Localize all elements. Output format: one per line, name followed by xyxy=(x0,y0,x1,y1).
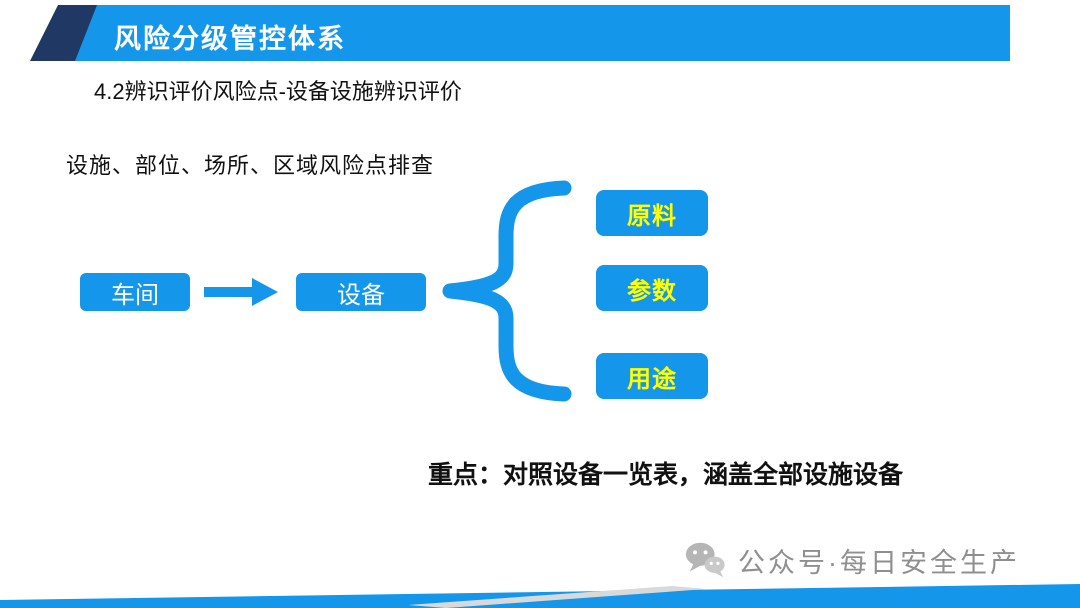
header-bar-shape xyxy=(75,5,1010,61)
wechat-label: 公众号·每日安全生产 xyxy=(738,547,1020,578)
arrow-head xyxy=(252,278,278,306)
brace-icon xyxy=(442,180,572,402)
equipment-box: 设备 xyxy=(296,273,426,311)
workshop-box: 车间 xyxy=(80,273,190,311)
header-accent-shape xyxy=(30,5,110,61)
usage-box: 用途 xyxy=(596,353,708,399)
lead-text: 设施、部位、场所、区域风险点排查 xyxy=(66,153,435,178)
section-heading: 4.2辨识评价风险点-设备设施辨识评价 xyxy=(94,79,462,104)
header-band xyxy=(30,5,1010,61)
key-note: 重点：对照设备一览表，涵盖全部设施设备 xyxy=(428,461,904,489)
footer-watermark: 公众号·每日安全生产 xyxy=(684,540,1020,580)
parameter-box: 参数 xyxy=(596,265,708,311)
arrow-shaft xyxy=(204,287,252,297)
wechat-icon xyxy=(685,542,725,578)
bottom-ribbon xyxy=(0,584,1080,608)
ribbon-gray-shape xyxy=(408,586,706,608)
arrow-right-icon xyxy=(204,278,280,306)
slide-title: 风险分级管控体系 xyxy=(114,24,346,54)
brace-path xyxy=(442,180,572,402)
raw-material-box: 原料 xyxy=(596,190,708,236)
